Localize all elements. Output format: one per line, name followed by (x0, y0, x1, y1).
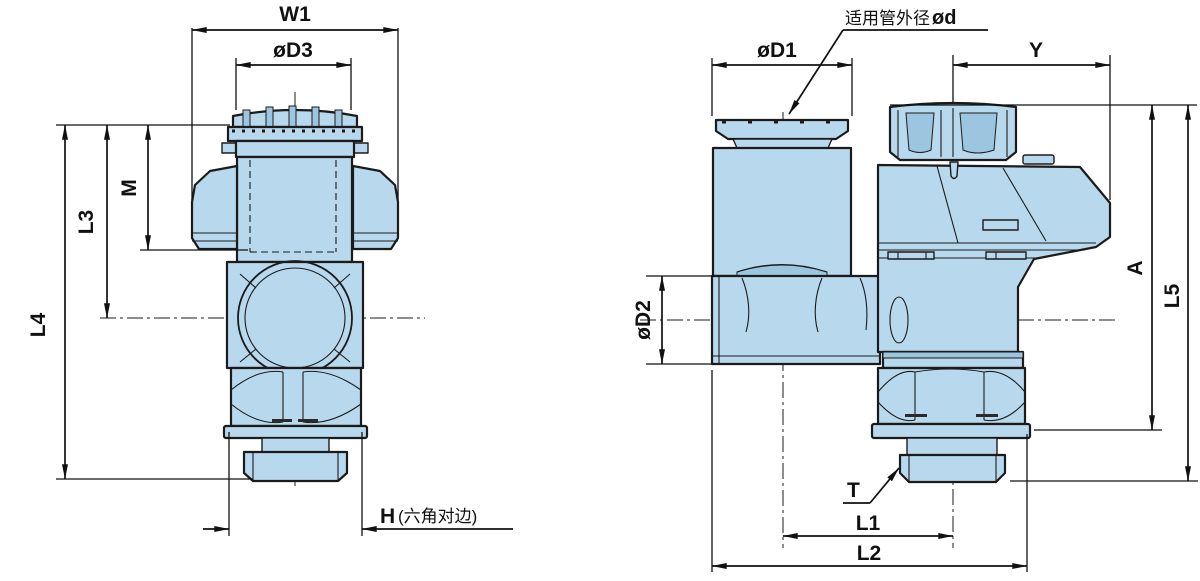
side-port-cylinder (710, 274, 882, 366)
side-main-body (876, 101, 1112, 354)
side-clip-slot (982, 219, 1019, 231)
front-hex (229, 366, 363, 428)
front-dim-d3: øD3 (235, 39, 352, 110)
l2-label: L2 (857, 542, 882, 565)
side-knob (888, 101, 1018, 180)
side-hex-facets (877, 368, 1026, 422)
side-dim-d1: øD1 (711, 39, 853, 116)
side-body-details (878, 165, 1096, 344)
a-label: A (1124, 260, 1147, 275)
side-collet-cap (714, 118, 850, 141)
side-washer (870, 422, 1032, 440)
side-lower-stack (870, 350, 1032, 484)
side-dim-y: Y (952, 39, 1111, 200)
front-part (190, 105, 400, 483)
front-stud-lines (252, 452, 339, 481)
side-dim-d2: øD2 (632, 275, 714, 365)
tube-note-dim: ød (932, 7, 956, 29)
front-dim-left-stack: M L3 L4 (27, 124, 253, 480)
t-label: T (847, 479, 860, 502)
side-indicator-pin (949, 161, 959, 180)
front-stud (242, 450, 349, 483)
l3-label: L3 (75, 210, 98, 235)
side-fitting-body (711, 146, 853, 278)
front-mid-chamfers (239, 273, 351, 363)
front-view: W1 øD3 M L3 L4 H (六角对边) (27, 3, 513, 536)
side-stud-neck (906, 437, 998, 456)
l5-label: L5 (1161, 283, 1184, 308)
front-stud-neck (261, 437, 330, 453)
d1-label: øD1 (757, 39, 797, 62)
front-washer (222, 424, 369, 440)
side-port-boss (889, 296, 909, 344)
side-dim-t: T (843, 467, 900, 504)
side-fitting (711, 118, 853, 278)
w1-label: W1 (279, 3, 311, 26)
front-hidden-cartridge (249, 160, 337, 253)
side-stud (898, 453, 1007, 484)
side-dim-a-l5: A L5 (890, 104, 1198, 482)
front-dim-w1: W1 (191, 3, 399, 200)
side-dim-l1-l2: L1 L2 (711, 370, 1028, 572)
front-neck-tab-right (352, 142, 369, 154)
h-label: H (380, 505, 395, 528)
front-hex-facets (230, 370, 362, 424)
front-upper-body (235, 155, 354, 264)
front-wing-left (190, 164, 239, 251)
front-mid-body (225, 260, 365, 370)
front-neck-ring (234, 139, 356, 159)
front-flange (226, 125, 364, 143)
l4-label: L4 (27, 312, 50, 337)
side-collet-taper (732, 138, 833, 149)
side-hex (876, 366, 1027, 426)
y-label: Y (1029, 39, 1043, 62)
front-wing-right (351, 164, 400, 251)
tube-note-text: 适用管外径 (845, 9, 930, 28)
d2-label: øD2 (632, 300, 655, 340)
front-dim-h: H (六角对边) (203, 432, 513, 536)
m-label: M (118, 179, 141, 197)
l1-label: L1 (856, 512, 881, 535)
d3-label: øD3 (273, 39, 313, 62)
side-view: 适用管外径 ød øD1 Y A L5 (632, 7, 1198, 572)
front-neck-tab-left (221, 142, 238, 154)
h-note: (六角对边) (398, 507, 477, 526)
side-latch-tab (1022, 154, 1055, 165)
side-tube-note: 适用管外径 ød (788, 7, 988, 115)
front-wing-ridges (192, 232, 398, 242)
